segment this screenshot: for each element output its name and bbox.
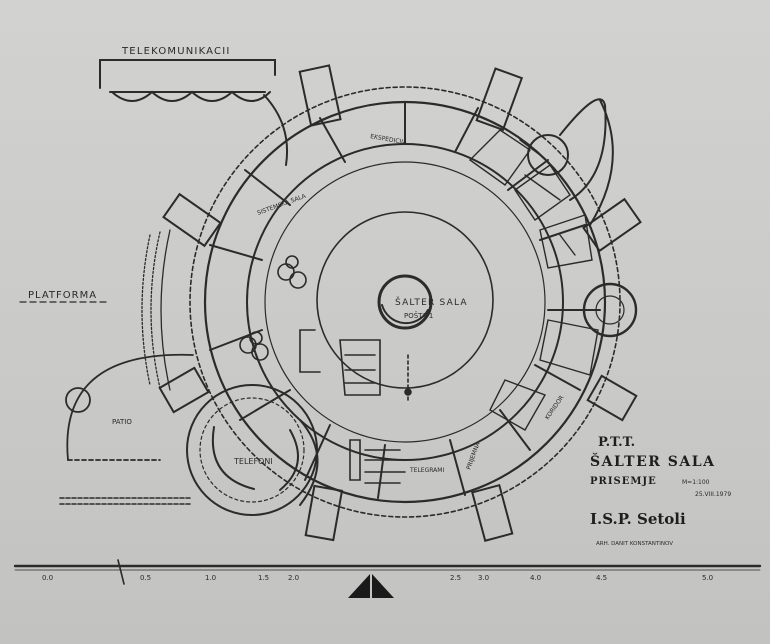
label-primanje: PRIJEMNA: [465, 440, 482, 470]
title-line-salter-sala: ŠALTER SALA: [590, 452, 715, 470]
north-arrow: [348, 574, 394, 598]
label-sistemska-sala: SISTEMSKA SALA: [256, 192, 307, 216]
scale-tick-label: 4.5: [596, 574, 607, 582]
label-posta: POŠTA 1: [404, 311, 433, 320]
perimeter-bays: [158, 64, 642, 542]
patio-area: [65, 353, 194, 461]
title-line-prisemje: PRISEMJE: [590, 476, 657, 487]
title-author: ARH. DANIT KONSTANTINOV: [596, 541, 673, 547]
scale-tick-label: 2.0: [288, 574, 299, 582]
label-patio: PATIO: [112, 418, 132, 426]
title-scale: M=1:100: [682, 479, 710, 486]
scale-tick-label: 1.5: [258, 574, 269, 582]
right-offices: [468, 129, 599, 431]
scale-tick-label: 0.5: [140, 574, 151, 582]
scale-bar: [13, 559, 762, 585]
service-counters: [299, 329, 412, 484]
scale-tick-label: 1.0: [205, 574, 216, 582]
round-tables: [239, 255, 307, 361]
scale-tick-label: 4.0: [530, 574, 541, 582]
scale-tick-labels: 0.0 0.5 1.0 1.5 2.0 2.5 3.0 4.0 4.5 5.0: [42, 574, 713, 582]
scale-tick-label: 5.0: [702, 574, 713, 582]
telefoni-pavilion: [186, 384, 319, 516]
title-block: P.T.T. ŠALTER SALA PRISEMJE M=1:100 25.V…: [590, 435, 731, 547]
label-telekomunikacii: TELEKOMUNIKACII: [121, 46, 231, 57]
label-platforma: PLATFORMA: [28, 290, 97, 301]
scale-tick-label: 0.0: [42, 574, 53, 582]
label-telefoni: TELEFONI: [233, 457, 273, 466]
title-studio: I.S.P. Setoli: [590, 510, 686, 528]
label-telegrami: TELEGRAMI: [409, 467, 444, 474]
label-saltera-sala: ŠALTER SALA: [395, 296, 468, 308]
telekomunikacii-wing: [99, 59, 288, 166]
scale-tick-label: 2.5: [450, 574, 461, 582]
walkway: [59, 497, 191, 505]
central-hall: [316, 211, 494, 389]
scale-tick-label: 3.0: [478, 574, 489, 582]
platforma-steps: [19, 229, 171, 391]
title-date: 25.VIII.1979: [695, 491, 731, 498]
title-line-ptt: P.T.T.: [598, 435, 635, 450]
label-korido: KORIDOR: [544, 394, 566, 421]
stair-tower: [527, 98, 638, 338]
